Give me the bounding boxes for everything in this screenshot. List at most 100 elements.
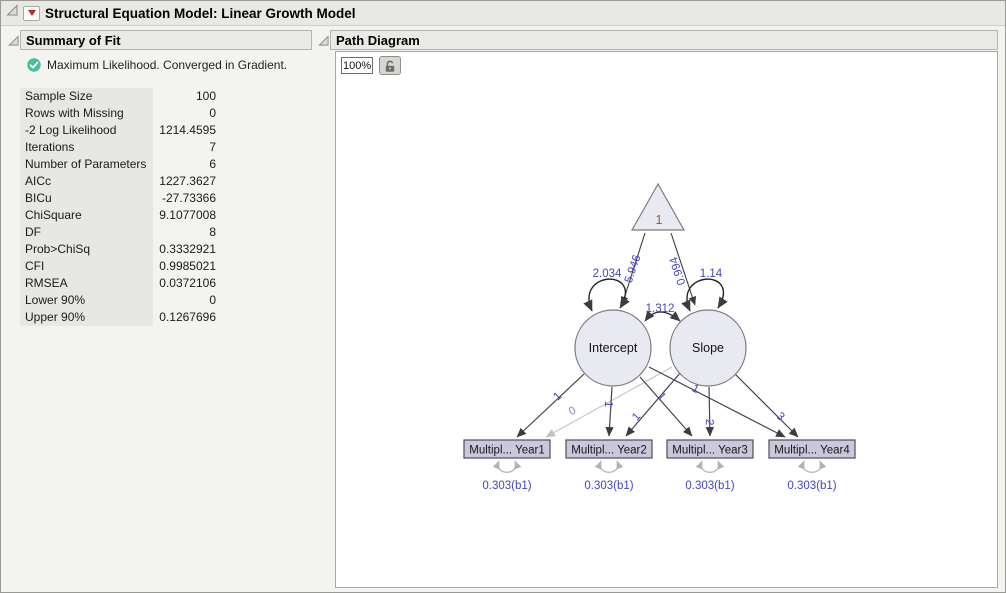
path-diagram-header[interactable]: Path Diagram: [330, 30, 998, 50]
fit-stat-value: 0.1267696: [159, 310, 216, 324]
lock-button[interactable]: [379, 56, 401, 75]
fit-stat-value: 0.0372106: [159, 276, 216, 290]
zoom-level-input[interactable]: [341, 57, 373, 74]
loading-slope-year3[interactable]: 2: [703, 419, 715, 426]
fit-stat-value: 8: [209, 225, 216, 239]
observed-node-year3[interactable]: [666, 439, 754, 459]
table-row: RMSEA 0.0372106: [20, 275, 220, 292]
path-intercept-year2[interactable]: [605, 386, 614, 437]
loading-slope-year1[interactable]: 0: [567, 405, 578, 419]
path-diagram-canvas[interactable]: [335, 51, 998, 588]
disclosure-triangle-icon[interactable]: [8, 34, 19, 52]
observed-node-label: Multipl... Year1: [469, 445, 544, 457]
variance-loop-intercept[interactable]: [583, 278, 630, 312]
residual-estimate-year1[interactable]: 0.303(b1): [482, 480, 531, 492]
residual-estimate-year4[interactable]: 0.303(b1): [787, 480, 836, 492]
loading-intercept-year2[interactable]: 1: [602, 401, 614, 408]
residual-estimate-year3[interactable]: 0.303(b1): [685, 480, 734, 492]
path-slope-year2[interactable]: [625, 371, 682, 437]
fit-stat-label: Prob>ChiSq: [20, 241, 153, 258]
loading-slope-year2[interactable]: 1: [630, 411, 643, 424]
summary-of-fit-title: Summary of Fit: [26, 32, 121, 48]
fit-stat-value: 1214.4595: [159, 123, 216, 137]
fit-stat-value: 6: [209, 157, 216, 171]
residual-estimate-year2[interactable]: 0.303(b1): [584, 480, 633, 492]
fit-stat-label: Upper 90%: [20, 309, 153, 326]
intercept-node-label: Intercept: [589, 341, 638, 355]
variance-loop-slope[interactable]: [681, 278, 728, 312]
summary-of-fit-header[interactable]: Summary of Fit: [20, 30, 312, 50]
disclosure-triangle-icon[interactable]: [318, 34, 329, 52]
fit-stat-label: RMSEA: [20, 275, 153, 292]
fit-stat-label: BICu: [20, 190, 153, 207]
constant-node[interactable]: [630, 182, 686, 231]
fit-stat-value: 9.1077008: [159, 208, 216, 222]
fit-stat-label: Number of Parameters: [20, 156, 153, 173]
fit-stat-label: CFI: [20, 258, 153, 275]
loading-slope-year4[interactable]: 3: [774, 410, 787, 423]
loading-intercept-year4[interactable]: 1: [690, 383, 701, 397]
intercept-node[interactable]: [574, 309, 652, 387]
constant-node-label: 1: [656, 213, 663, 227]
check-circle-icon: [27, 58, 41, 72]
report-titlebar: Structural Equation Model: Linear Growth…: [1, 1, 1005, 26]
fit-stat-value: 0.3332921: [159, 242, 216, 256]
fit-stat-label: Iterations: [20, 139, 153, 156]
path-slope-year4[interactable]: [734, 373, 799, 438]
convergence-status-text: Maximum Likelihood. Converged in Gradien…: [47, 58, 288, 72]
observed-node-year1[interactable]: [463, 439, 551, 459]
path-slope-year1[interactable]: [545, 366, 673, 438]
observed-node-year4[interactable]: [768, 439, 856, 459]
table-row: Number of Parameters 6: [20, 156, 220, 173]
fit-stat-label: AICc: [20, 173, 153, 190]
path-intercept-year3[interactable]: [639, 376, 693, 437]
path-constant-slope[interactable]: [670, 232, 697, 306]
fit-stat-value: -27.73366: [161, 191, 216, 205]
fit-stat-label: Rows with Missing: [20, 105, 153, 122]
table-row: Sample Size 100: [20, 88, 220, 105]
path-slope-year3[interactable]: [705, 386, 715, 437]
covariance-arc[interactable]: [644, 310, 681, 322]
residual-loop-year4[interactable]: [797, 460, 827, 473]
loading-intercept-year1[interactable]: 1: [552, 390, 565, 403]
observed-node-label: Multipl... Year4: [774, 445, 850, 457]
table-row: BICu -27.73366: [20, 190, 220, 207]
residual-loop-year3[interactable]: [695, 460, 725, 473]
mean-estimate-intercept[interactable]: 5.946: [623, 253, 644, 284]
residual-loop-year2[interactable]: [594, 460, 624, 473]
table-row: Rows with Missing 0: [20, 105, 220, 122]
residual-loop-year1[interactable]: [492, 460, 522, 473]
path-intercept-year1[interactable]: [516, 373, 585, 438]
table-row: Prob>ChiSq 0.3332921: [20, 241, 220, 258]
table-row: Iterations 7: [20, 139, 220, 156]
mean-estimate-slope[interactable]: 0.994: [668, 255, 688, 287]
open-padlock-icon: [385, 60, 395, 72]
fit-stat-label: DF: [20, 224, 153, 241]
variance-estimate-intercept[interactable]: 2.034: [593, 268, 622, 280]
slope-node[interactable]: [669, 309, 747, 387]
variance-estimate-slope[interactable]: 1.14: [700, 268, 723, 280]
table-row: DF 8: [20, 224, 220, 241]
slope-node-label: Slope: [692, 341, 724, 355]
red-triangle-menu-button[interactable]: [23, 5, 40, 21]
fit-stat-label: Sample Size: [20, 88, 153, 105]
fit-stat-value: 0: [209, 106, 216, 120]
fit-statistics-table: Sample Size 100 Rows with Missing 0 -2 Log…: [20, 88, 220, 326]
fit-stat-value: 100: [195, 89, 216, 103]
disclosure-triangle-icon[interactable]: [6, 4, 18, 22]
observed-node-label: Multipl... Year3: [672, 445, 747, 457]
fit-stat-value: 7: [209, 140, 216, 154]
observed-node-label: Multipl... Year2: [571, 445, 646, 457]
report-title: Structural Equation Model: Linear Growth…: [45, 5, 356, 21]
covariance-estimate[interactable]: 1.312: [646, 303, 675, 315]
table-row: Upper 90% 0.1267696: [20, 309, 220, 326]
path-intercept-year4[interactable]: [648, 366, 786, 438]
observed-node-year2[interactable]: [565, 439, 653, 459]
fit-stat-value: 0: [209, 293, 216, 307]
fit-stat-label: Lower 90%: [20, 292, 153, 309]
table-row: Lower 90% 0: [20, 292, 220, 309]
